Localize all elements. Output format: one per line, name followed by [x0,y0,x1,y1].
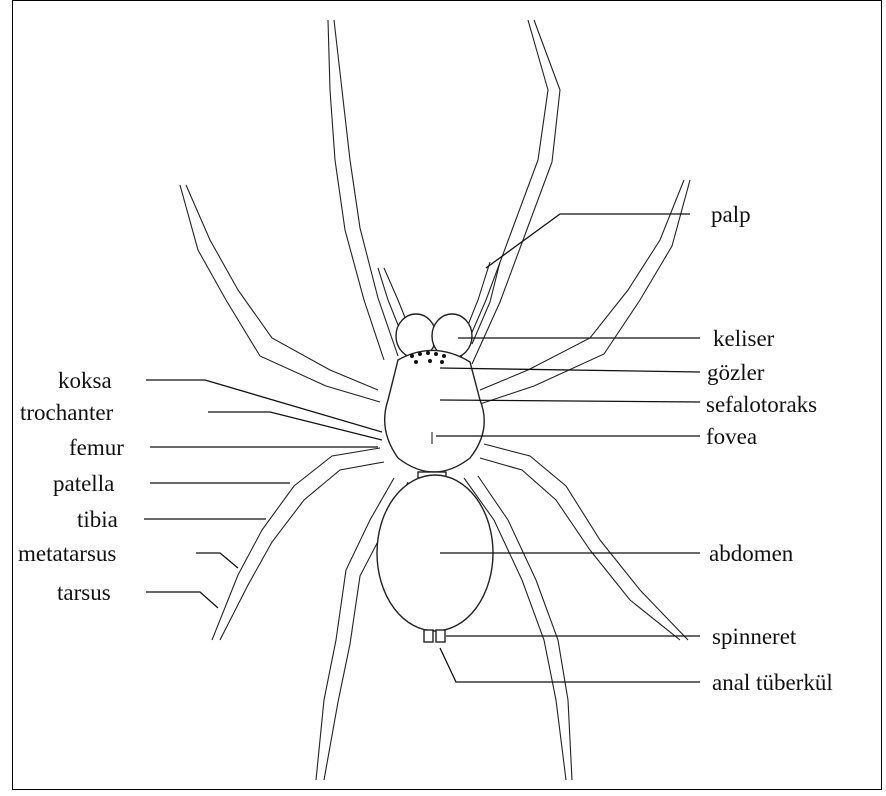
label-koksa: koksa [58,368,112,393]
label-abdomen: abdomen [709,541,794,566]
label-keliser: keliser [713,326,775,351]
label-spinneret: spinneret [712,624,797,649]
label-gozler: gözler [707,360,765,385]
label-trochanter: trochanter [20,400,114,425]
spider-body [377,314,493,642]
label-anal-tuberkul: anal tüberkül [712,670,833,695]
label-patella: patella [53,471,114,496]
label-palp: palp [711,202,751,227]
label-metatarsus: metatarsus [18,541,116,566]
label-tarsus: tarsus [57,580,111,605]
label-tibia: tibia [77,507,118,532]
label-fovea: fovea [706,424,757,449]
label-sefalotoraks: sefalotoraks [706,392,817,417]
label-femur: femur [69,435,124,460]
